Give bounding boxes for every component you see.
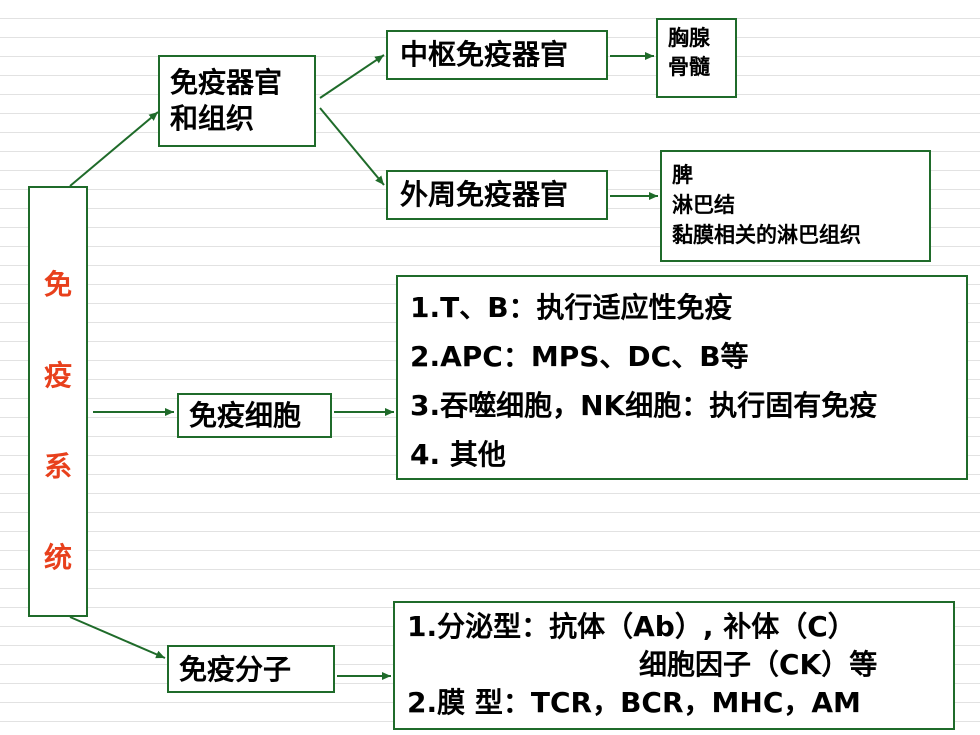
organs-line1: 免疫器官 [170,66,283,99]
peripheral-organs-list: 脾 淋巴结 黏膜相关的淋巴组织 [660,150,931,262]
list-item: 淋巴结 [672,193,735,217]
list-item: 黏膜相关的淋巴组织 [672,223,861,247]
root-char: 免 [43,268,72,302]
list-item: 1.T、B：执行适应性免疫 [410,291,733,324]
list-item: 2.膜 型：TCR，BCR，MHC，AM [407,686,861,719]
line-organs-central [319,54,385,99]
central-label: 中枢免疫器官 [400,38,569,71]
root-char: 疫 [43,359,72,393]
list-item: 胸腺 [668,26,710,50]
list-item: 3.吞噬细胞，NK细胞：执行固有免疫 [410,389,878,422]
central-organs-list: 胸腺 骨髓 [656,18,737,98]
immune-cells-box: 免疫细胞 [177,393,332,438]
list-item: 细胞因子（CK）等 [639,648,878,681]
immune-molecules-box: 免疫分子 [167,645,335,693]
peripheral-organs-box: 外周免疫器官 [386,170,608,220]
list-item: 1.分泌型：抗体（Ab）, 补体（C） [407,610,856,643]
organs-tissues-box: 免疫器官 和组织 [158,55,316,147]
organs-line2: 和组织 [170,102,255,135]
line-organs-peripheral [319,107,385,186]
peripheral-label: 外周免疫器官 [400,178,569,211]
line-root-organs [69,111,159,187]
line-root-molecules [69,616,166,659]
list-item: 4. 其他 [410,438,506,471]
root-char: 系 [43,449,72,483]
immune-system-root-box: 免 疫 系 统 [28,186,88,617]
root-char: 统 [43,540,72,574]
list-item: 2.APC：MPS、DC、B等 [410,340,749,373]
molecules-label: 免疫分子 [179,653,292,686]
list-item: 骨髓 [668,55,710,79]
central-organs-box: 中枢免疫器官 [386,30,608,80]
cell-types-list: 1.T、B：执行适应性免疫 2.APC：MPS、DC、B等 3.吞噬细胞，NK细… [396,275,968,480]
list-item: 脾 [672,163,693,187]
molecule-types-list: 1.分泌型：抗体（Ab）, 补体（C） 细胞因子（CK）等 2.膜 型：TCR，… [393,601,955,730]
cells-label: 免疫细胞 [189,399,302,432]
